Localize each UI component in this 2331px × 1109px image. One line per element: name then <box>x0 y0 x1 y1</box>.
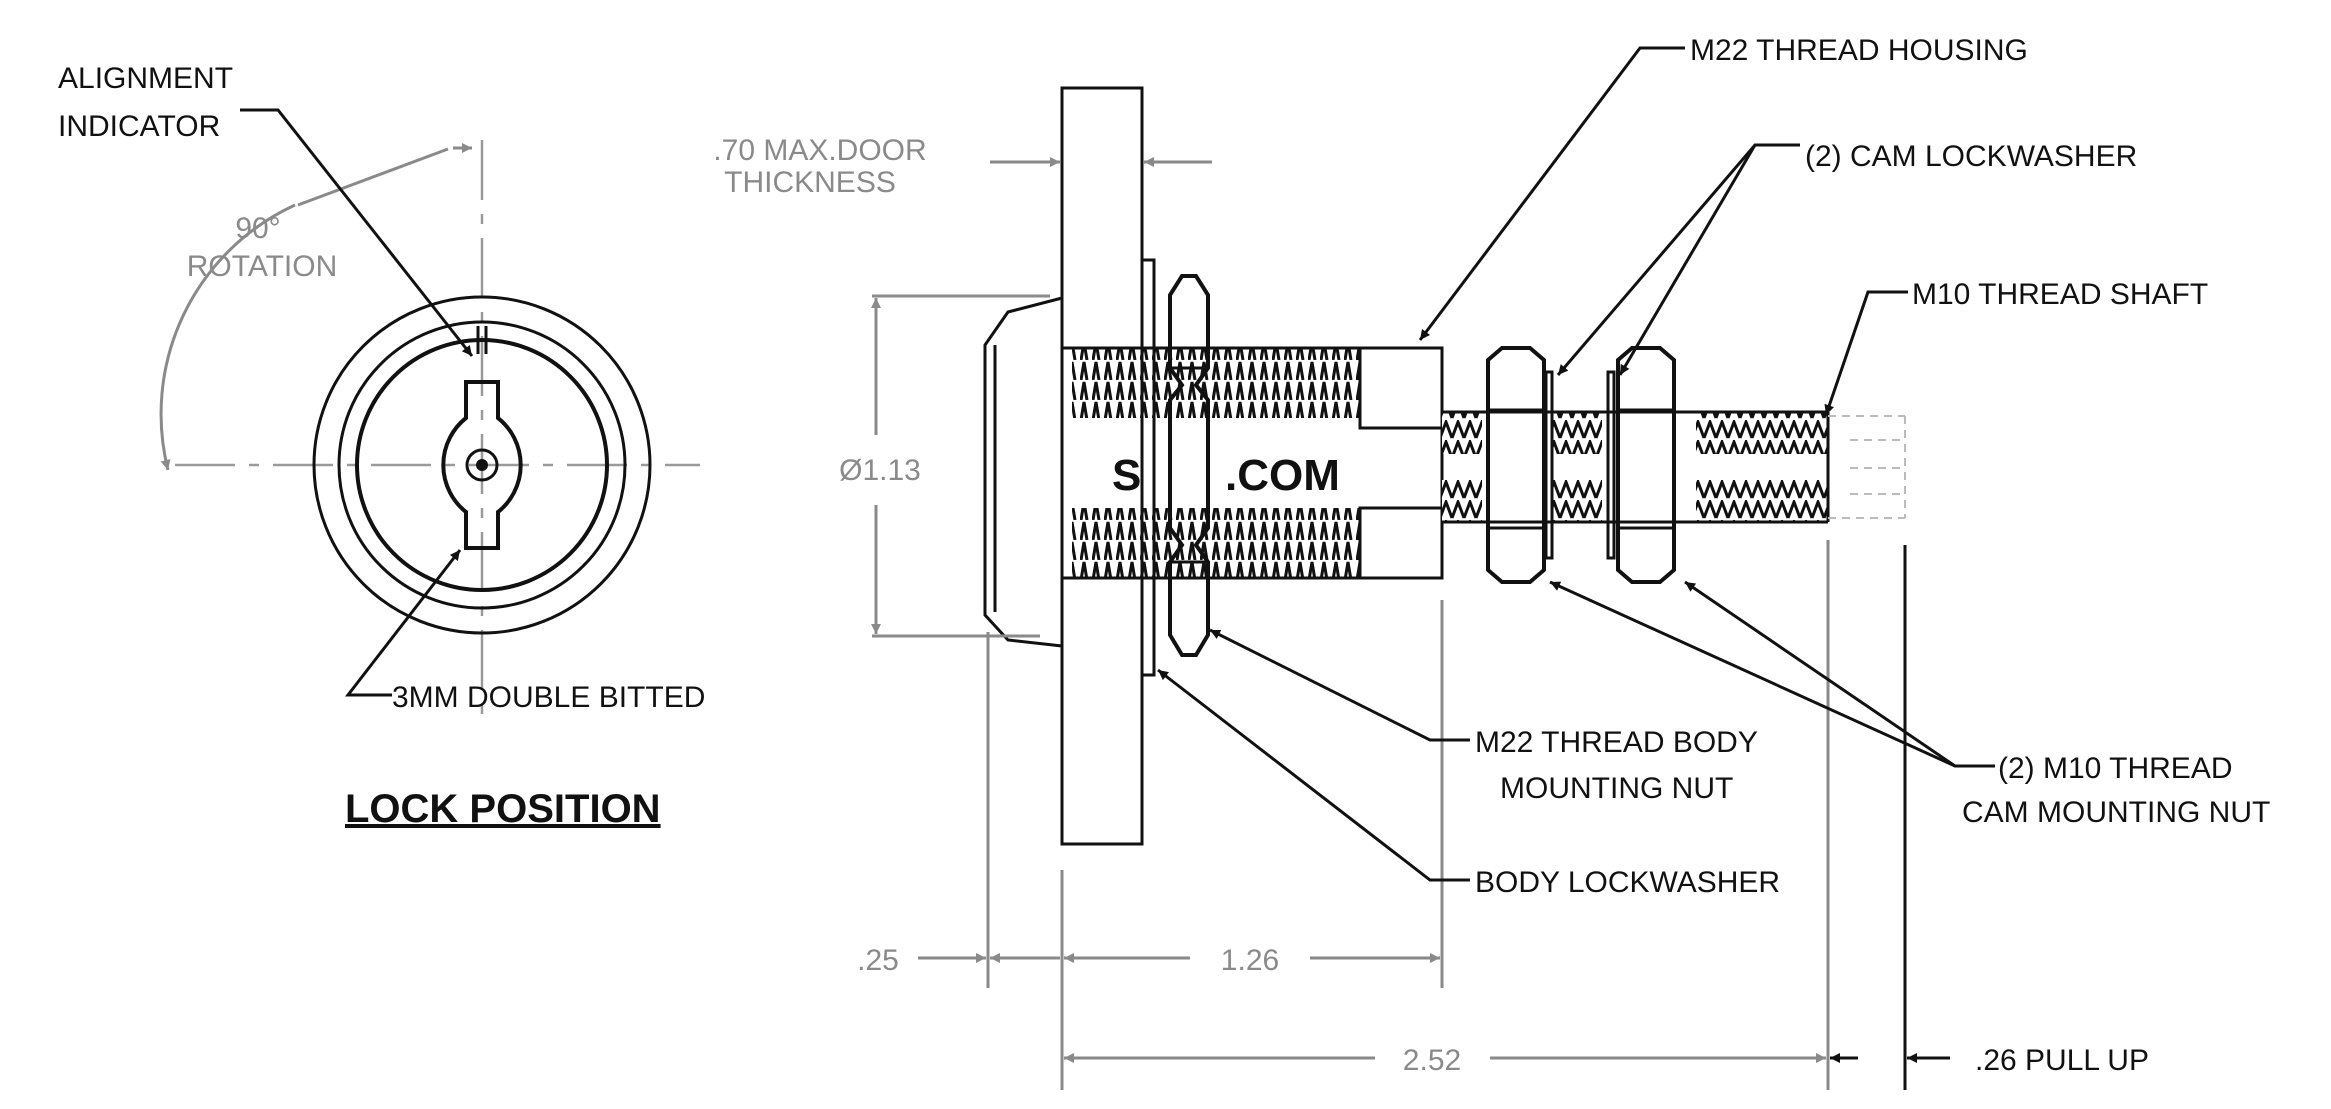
alignment-indicator-label-1: ALIGNMENT <box>58 62 233 95</box>
m22-housing-leader <box>1418 46 1685 341</box>
side-view: S .COM <box>871 46 1995 1090</box>
m22-thread-housing-label: M22 THREAD HOUSING <box>1690 34 2028 67</box>
m10-cam-nut-label-2: CAM MOUNTING NUT <box>1962 796 2270 829</box>
door-thickness-label-2: THICKNESS <box>724 166 896 199</box>
housing-body-gap <box>1072 420 1358 506</box>
m10-thread-shaft-label: M10 THREAD SHAFT <box>1912 278 2208 311</box>
dim-126-label: 1.26 <box>1221 944 1279 977</box>
body-lockwasher <box>1140 258 1156 677</box>
cam-lockwasher-leader-2 <box>1618 144 1757 376</box>
keyway-slot <box>441 380 523 550</box>
cam-lockwasher-2 <box>1606 370 1616 560</box>
shaft-thread-top-1 <box>1442 412 1482 454</box>
rotation-label: ROTATION <box>187 250 338 283</box>
m10-shaft-leader <box>1824 290 1908 416</box>
body-lockwasher-label: BODY LOCKWASHER <box>1475 866 1780 899</box>
lock-position-title: LOCK POSITION <box>345 787 661 831</box>
shaft-thread-top-3 <box>1696 412 1828 454</box>
m22-body-nut-label-2: MOUNTING NUT <box>1500 772 1733 805</box>
shaft-thread-top-2 <box>1552 412 1602 454</box>
center-pin-dot <box>476 459 488 471</box>
cam-lockwasher-leader-1 <box>1556 143 1800 376</box>
dim-025-label: .25 <box>857 944 899 977</box>
m10-cam-mounting-nut-1 <box>1486 346 1546 584</box>
cylinder-face-circle <box>355 338 609 592</box>
front-view <box>159 108 700 720</box>
housing-thread-bottom <box>1072 508 1360 578</box>
cam-nut-leader-2 <box>1684 580 1956 768</box>
housing-flat-bottom <box>1358 506 1444 580</box>
key-type-label: 3MM DOUBLE BITTED <box>392 681 705 714</box>
outer-bezel-circle <box>312 295 652 635</box>
door-thickness-label-1: .70 MAX.DOOR <box>713 134 926 167</box>
brand-text-left: S <box>1112 451 1141 500</box>
shaft-thread-bottom-3 <box>1696 480 1828 522</box>
m22-body-nut-label-1: M22 THREAD BODY <box>1475 726 1758 759</box>
key-leader <box>344 549 462 697</box>
shaft-thread-bottom-2 <box>1552 480 1602 522</box>
pull-up-phantom-outline <box>1828 415 1906 519</box>
housing-thread-top <box>1072 348 1360 418</box>
alignment-indicator-leader <box>240 108 474 357</box>
body-lockwasher-leader <box>1157 668 1470 882</box>
m22-body-nut-leader <box>1209 628 1470 742</box>
alignment-indicator-label-2: INDICATOR <box>58 110 220 143</box>
m10-cam-nut-label-1: (2) M10 THREAD <box>1998 752 2233 785</box>
dim-252-label: 2.52 <box>1403 1044 1461 1077</box>
diameter-label: Ø1.13 <box>839 454 921 487</box>
m22-body-mounting-nut <box>1168 274 1210 657</box>
cam-lockwasher-1 <box>1544 370 1554 560</box>
bezel-face <box>983 296 1063 648</box>
rotation-arc-arrow <box>159 203 296 471</box>
pull-up-label: .26 PULL UP <box>1975 1044 2149 1077</box>
alignment-indicator-mark <box>476 326 488 354</box>
center-pin <box>465 448 499 482</box>
m10-cam-mounting-nut-2 <box>1616 346 1676 584</box>
rotation-arc-top-segment <box>297 147 449 207</box>
middle-bezel-circle <box>337 320 627 610</box>
rotation-degrees-label: 90° <box>235 212 280 245</box>
cam-lockwasher-label: (2) CAM LOCKWASHER <box>1805 140 2137 173</box>
housing-flat-top <box>1358 346 1444 430</box>
brand-text-right: .COM <box>1225 451 1340 500</box>
shaft-thread-bottom-1 <box>1442 480 1482 522</box>
